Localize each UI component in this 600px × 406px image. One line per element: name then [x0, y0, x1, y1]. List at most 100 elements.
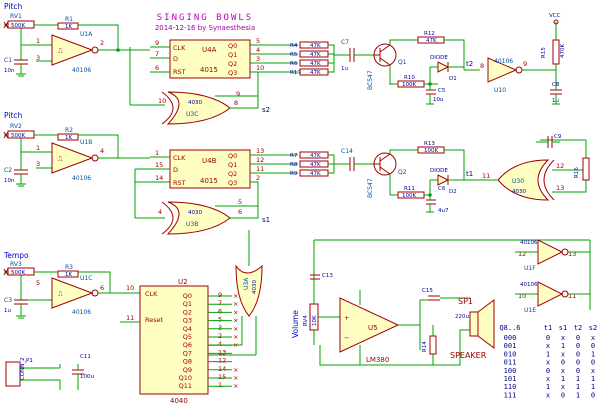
svg-text:U3A: U3A	[243, 277, 250, 290]
svg-text:12: 12	[556, 162, 564, 170]
svg-text:47K: 47K	[310, 43, 321, 49]
svg-text:⎍: ⎍	[58, 155, 63, 163]
svg-text:Q1: Q1	[228, 161, 237, 169]
svg-text:1: 1	[36, 37, 40, 45]
truth-table-header: t2	[574, 324, 582, 332]
u2-pin-label: Q8	[183, 358, 192, 366]
svg-text:100K: 100K	[402, 193, 416, 199]
svg-text:4: 4	[158, 208, 162, 216]
truth-table-cell: 1	[561, 342, 565, 350]
svg-text:4: 4	[100, 147, 104, 155]
svg-text:RST: RST	[173, 179, 186, 187]
svg-text:R16: R16	[574, 167, 580, 178]
u2-pin-label: Q4	[183, 325, 192, 333]
svg-text:4030: 4030	[188, 100, 202, 106]
u2-pin-number: 5	[218, 316, 222, 324]
svg-text:47K: 47K	[310, 153, 321, 159]
u2-pin-number: 15	[218, 373, 226, 381]
svg-text:R6: R6	[290, 61, 298, 67]
truth-table-cell: x	[561, 334, 565, 342]
svg-text:40106: 40106	[494, 58, 513, 65]
svg-text:6: 6	[238, 208, 242, 216]
svg-text:R7: R7	[290, 153, 298, 159]
svg-text:100u: 100u	[80, 374, 94, 380]
svg-text:5: 5	[256, 37, 260, 45]
svg-text:RV2: RV2	[10, 123, 22, 130]
svg-text:100K: 100K	[402, 82, 416, 88]
svg-text:47K: 47K	[310, 52, 321, 58]
no-connect-mark: ×	[233, 292, 238, 300]
speaker-coil	[469, 311, 479, 337]
svg-text:U1B: U1B	[80, 139, 92, 146]
u2-pin-number: 12	[218, 357, 226, 365]
u2-pin-label: Q3	[183, 317, 192, 325]
truth-table-cell: x	[546, 391, 550, 399]
truth-table-cell: 001	[504, 342, 517, 350]
label-pitch-1: Pitch	[4, 2, 23, 11]
svg-text:C7: C7	[341, 39, 349, 46]
truth-table-cell: 101	[504, 375, 517, 383]
u1b-schmitt-inverter	[51, 142, 94, 174]
svg-text:4030: 4030	[512, 189, 526, 195]
no-connect-mark: ×	[233, 317, 238, 325]
svg-text:Q1: Q1	[398, 59, 407, 66]
svg-text:R11: R11	[404, 186, 415, 192]
svg-text:40106: 40106	[520, 282, 538, 288]
svg-text:500K: 500K	[11, 270, 25, 276]
no-connect-mark: ×	[233, 308, 238, 316]
svg-text:R13: R13	[424, 141, 435, 147]
svg-text:8: 8	[234, 99, 238, 107]
net-s2: s2	[262, 106, 270, 114]
label-pitch-2: Pitch	[4, 111, 23, 120]
svg-text:100K: 100K	[424, 148, 438, 154]
u2-pin-label: Q1	[183, 300, 192, 308]
svg-text:DIODE: DIODE	[430, 55, 448, 61]
svg-text:Q2: Q2	[398, 169, 407, 176]
svg-text:R17: R17	[290, 70, 301, 76]
svg-text:RST: RST	[173, 68, 186, 76]
u2-pin-label: Q7	[183, 349, 192, 357]
u2-pin-label: Q11	[179, 382, 192, 390]
truth-table-cell: 0	[591, 391, 595, 399]
svg-text:11: 11	[256, 165, 264, 173]
truth-table-cell: 0	[561, 359, 565, 367]
svg-text:Q1: Q1	[228, 51, 237, 59]
svg-text:R3: R3	[65, 264, 73, 271]
svg-text:C15: C15	[422, 288, 433, 294]
svg-text:10: 10	[158, 97, 166, 105]
u1c-schmitt-inverter	[51, 277, 94, 309]
truth-table-header: s1	[559, 324, 567, 332]
svg-text:47K: 47K	[310, 162, 321, 168]
svg-text:4030: 4030	[252, 280, 258, 294]
truth-table-cell: x	[546, 342, 550, 350]
svg-text:1u: 1u	[341, 66, 348, 72]
svg-text:LM380: LM380	[366, 356, 389, 364]
truth-table-header: t1	[544, 324, 552, 332]
svg-text:Q2: Q2	[228, 60, 237, 68]
svg-text:12: 12	[256, 156, 264, 164]
truth-table-cell: 0	[576, 334, 580, 342]
svg-text:10: 10	[518, 292, 526, 300]
svg-text:Q3: Q3	[228, 179, 237, 187]
u2-pin-number: 4	[218, 340, 222, 348]
net-t1: t1	[466, 170, 473, 178]
schematic-subtitle: 2014-12-16 by Synaesthesia	[155, 24, 255, 32]
u2-binary-counter	[139, 285, 209, 395]
truth-table-cell: 110	[504, 383, 517, 391]
no-connect-mark: ×	[233, 333, 238, 341]
svg-text:3: 3	[36, 160, 40, 168]
svg-text:4040: 4040	[170, 397, 188, 405]
truth-table-cell: 111	[504, 391, 517, 399]
u2-pin-number: 14	[218, 365, 226, 373]
svg-text:4015: 4015	[200, 177, 218, 185]
svg-text:47K: 47K	[426, 38, 437, 44]
truth-table-cell: 0	[576, 359, 580, 367]
c1-ref: C1	[4, 57, 12, 64]
svg-text:CLK: CLK	[173, 44, 186, 52]
svg-text:6: 6	[155, 64, 159, 72]
svg-text:2: 2	[256, 174, 260, 182]
truth-table-cell: 1	[546, 383, 550, 391]
svg-text:⎍: ⎍	[58, 290, 63, 298]
